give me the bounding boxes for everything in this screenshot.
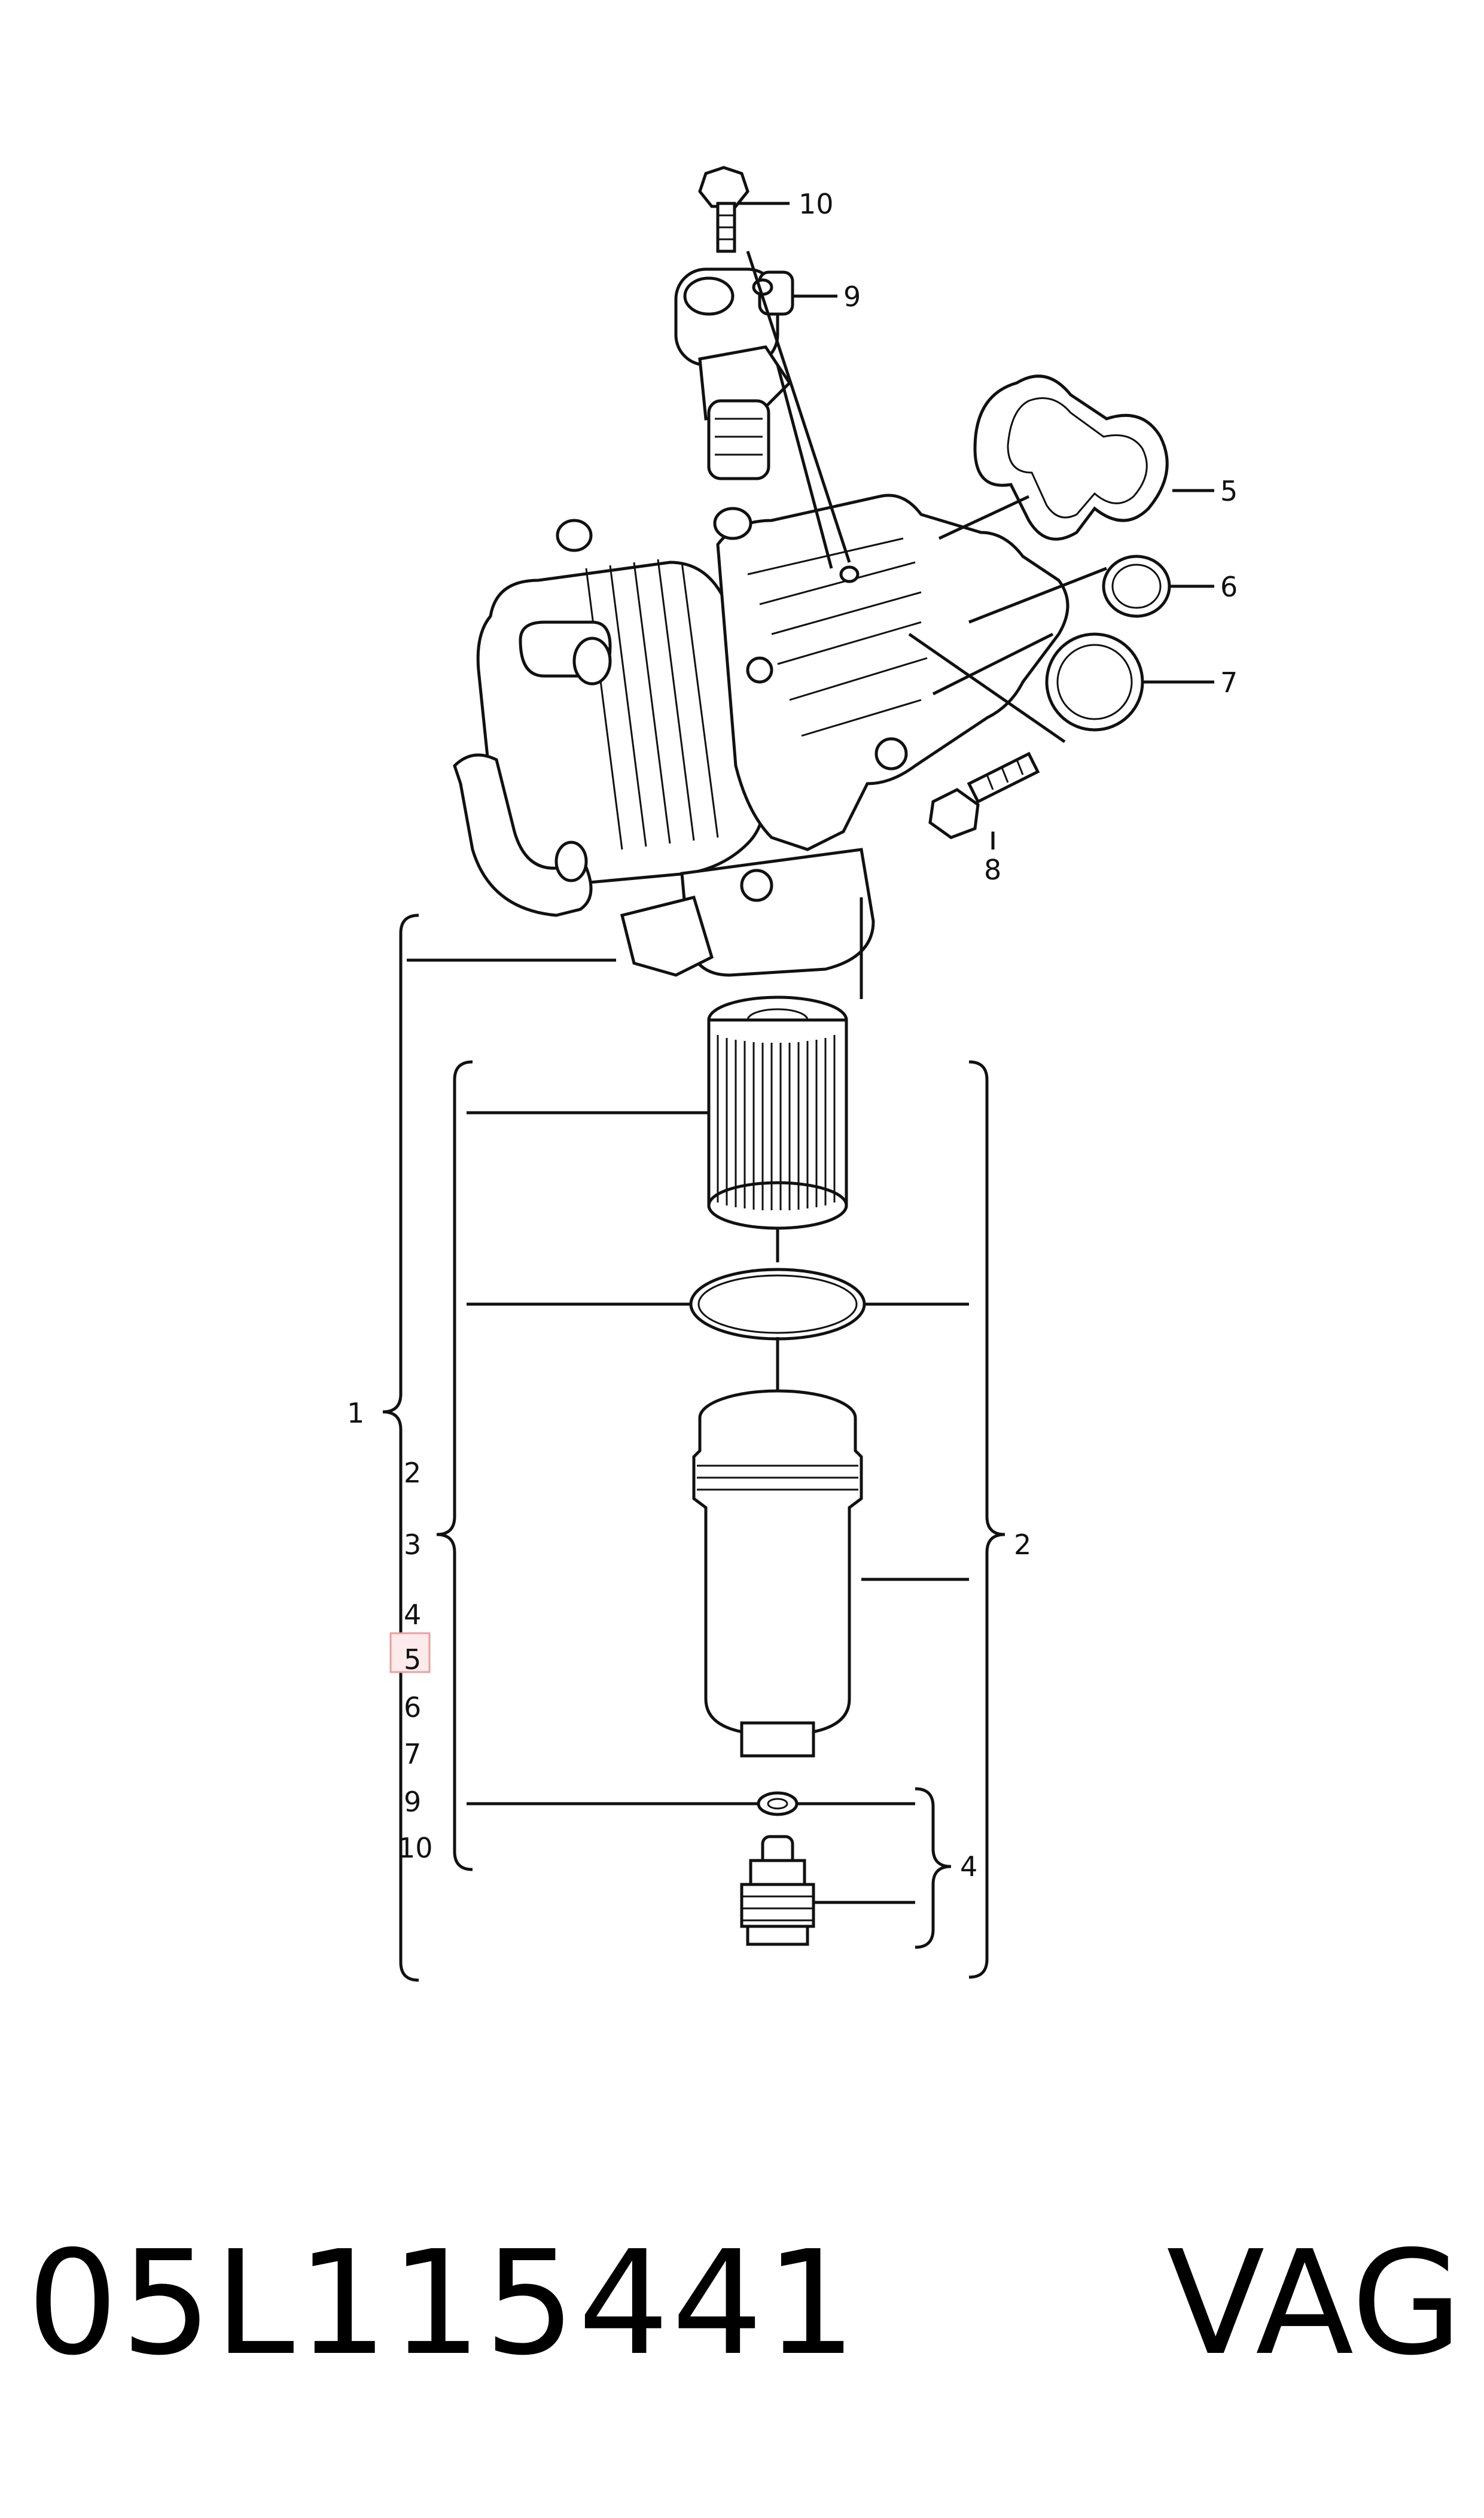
drain-plug-set: [467, 1791, 915, 1946]
part-10-bolt: [698, 166, 790, 253]
footer: 05L115441 VAG: [27, 2213, 1462, 2393]
callout-4-right: 4: [960, 1850, 977, 1883]
legend-item: 10: [398, 1832, 433, 1864]
legend-item-highlighted: 5: [404, 1643, 421, 1676]
callout-1: 1: [347, 1397, 364, 1429]
legend-item: 6: [404, 1691, 421, 1724]
legend-highlight-box: [389, 1632, 431, 1673]
legend-item: 2: [404, 1457, 421, 1489]
part-6-o-ring: [1102, 555, 1214, 618]
filter-cap: [692, 1389, 969, 1758]
callout-10: 10: [799, 188, 834, 220]
bracket-group-2-right: [968, 1060, 1005, 1979]
callout-8: 8: [984, 854, 1001, 886]
callout-5: 5: [1220, 475, 1238, 507]
legend-list: 2 3 4 5 6 7 9 10: [389, 1457, 433, 1864]
brand-name: VAG: [1166, 2219, 1462, 2387]
bracket-group-1: [382, 914, 616, 1982]
part-number: 05L115441: [27, 2219, 860, 2387]
legend-item: 3: [404, 1529, 421, 1561]
legend-item: 7: [404, 1738, 421, 1770]
callout-9: 9: [843, 281, 861, 313]
bracket-group-4-right: [915, 1787, 952, 1949]
part-8-bolt: [928, 751, 1040, 850]
part-9-sensor: [674, 267, 837, 480]
filter-element: [467, 995, 848, 1262]
callout-2-right: 2: [1014, 1529, 1031, 1561]
part-5-gasket: [973, 374, 1214, 541]
bracket-group-2-left: [436, 1060, 473, 1871]
filter-o-ring: [467, 1268, 969, 1418]
legend-item: 4: [404, 1599, 421, 1631]
filter-housing-assembly: [453, 251, 1107, 999]
callout-6: 6: [1220, 571, 1238, 603]
part-7-o-ring: [1045, 632, 1214, 732]
callout-7: 7: [1220, 666, 1238, 699]
legend-item: 9: [404, 1786, 421, 1818]
